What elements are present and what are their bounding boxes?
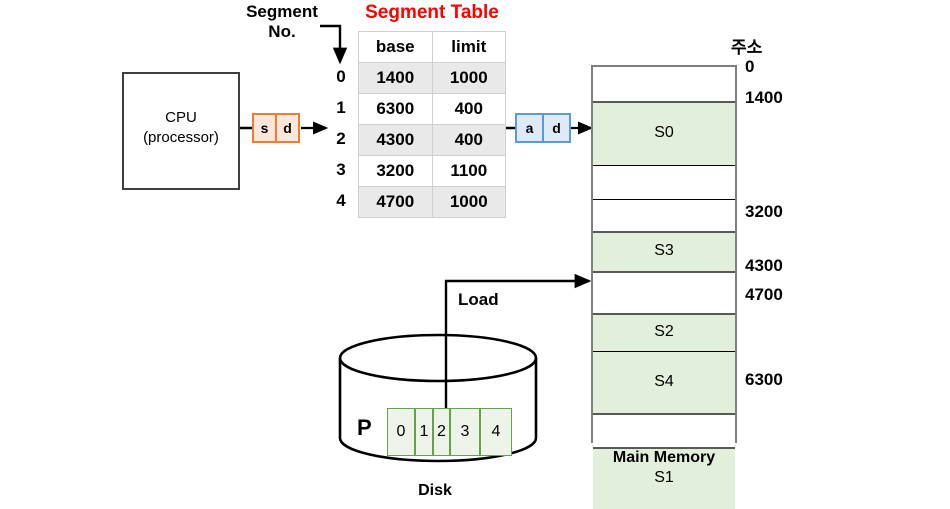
cell-limit: 1000 (431, 186, 507, 218)
memory-divider (593, 231, 735, 233)
cell-base: 1400 (358, 62, 433, 94)
cell-limit: 400 (431, 124, 507, 156)
load-arrow (444, 273, 592, 440)
physical-address-register[interactable]: a d (515, 113, 571, 143)
disk-top-ellipse (338, 333, 538, 383)
cell-base: 4700 (358, 186, 433, 218)
address-mark-4300: 4300 (745, 256, 783, 275)
disk-segment-blocks: 0 1 2 3 4 (387, 408, 512, 456)
memory-band-s1[interactable]: S1 (593, 447, 735, 509)
memory-divider (593, 199, 735, 200)
segment-table-header-row: base limit (358, 31, 507, 63)
memory-divider (593, 413, 735, 415)
column-header-limit: limit (431, 31, 507, 63)
memory-band-s4[interactable]: S4 (593, 351, 735, 413)
row-index-2: 2 (336, 129, 346, 148)
memory-divider (593, 101, 735, 103)
memory-divider (593, 165, 735, 166)
cpu-label: CPU (processor) (143, 109, 219, 147)
memory-band-hole (593, 67, 735, 101)
cell-base: 4300 (358, 124, 433, 156)
segment-table-title: Segment Table (365, 2, 499, 23)
address-column-header: 주소 (731, 38, 763, 57)
physical-offset-field: d (542, 115, 569, 141)
table-row[interactable]: 6300 400 (358, 93, 507, 125)
table-row[interactable]: 4300 400 (358, 124, 507, 156)
memory-divider (593, 351, 735, 352)
cell-limit: 400 (431, 93, 507, 125)
row-index-4: 4 (336, 191, 346, 210)
memory-divider (593, 313, 735, 315)
disk-caption: Disk (418, 482, 452, 499)
main-memory-column: S0 S3 S2 S4 S1 (591, 65, 737, 509)
cell-base: 6300 (358, 93, 433, 125)
memory-band-s0[interactable]: S0 (593, 101, 735, 165)
offset-field: d (275, 115, 298, 141)
row-index-3: 3 (336, 160, 346, 179)
memory-band-hole (593, 413, 735, 447)
address-mark-1400: 1400 (745, 88, 783, 107)
segment-table: base limit 1400 1000 6300 400 4300 400 3… (358, 31, 507, 218)
disk-process-label: P (357, 415, 372, 440)
disk-block-1[interactable]: 1 (415, 408, 433, 456)
disk-block-2[interactable]: 2 (433, 408, 450, 456)
memory-divider (593, 447, 735, 449)
segment-no-elbow-arrow (320, 24, 348, 65)
disk-body (338, 358, 538, 463)
disk-block-0[interactable]: 0 (387, 408, 415, 456)
memory-band-s3[interactable]: S3 (593, 231, 735, 271)
disk-block-4[interactable]: 4 (480, 408, 512, 456)
column-header-base: base (358, 31, 433, 63)
memory-band-s2[interactable]: S2 (593, 313, 735, 351)
memory-band-hole (593, 199, 735, 231)
cell-limit: 1000 (431, 62, 507, 94)
load-label: Load (458, 290, 499, 309)
table-row[interactable]: 3200 1100 (358, 155, 507, 187)
memory-band-hole (593, 165, 735, 199)
cell-limit: 1100 (431, 155, 507, 187)
segment-number-field: s (260, 120, 269, 136)
memory-divider (593, 271, 735, 273)
address-mark-6300: 6300 (745, 370, 783, 389)
address-mark-0: 0 (745, 57, 755, 76)
table-row[interactable]: 1400 1000 (358, 62, 507, 94)
table-row[interactable]: 4700 1000 (358, 186, 507, 218)
logical-address-register[interactable]: s d (252, 113, 300, 143)
row-index-0: 0 (336, 67, 346, 86)
memory-band-hole (593, 271, 735, 313)
segment-no-label: Segment No. (246, 2, 318, 41)
address-mark-4700: 4700 (745, 285, 783, 304)
cpu-box (122, 72, 240, 190)
main-memory-caption: Main Memory (612, 449, 716, 466)
physical-address-field: a (525, 120, 534, 136)
disk-block-3[interactable]: 3 (450, 408, 480, 456)
cell-base: 3200 (358, 155, 433, 187)
address-mark-3200: 3200 (745, 202, 783, 221)
row-index-1: 1 (336, 98, 346, 117)
